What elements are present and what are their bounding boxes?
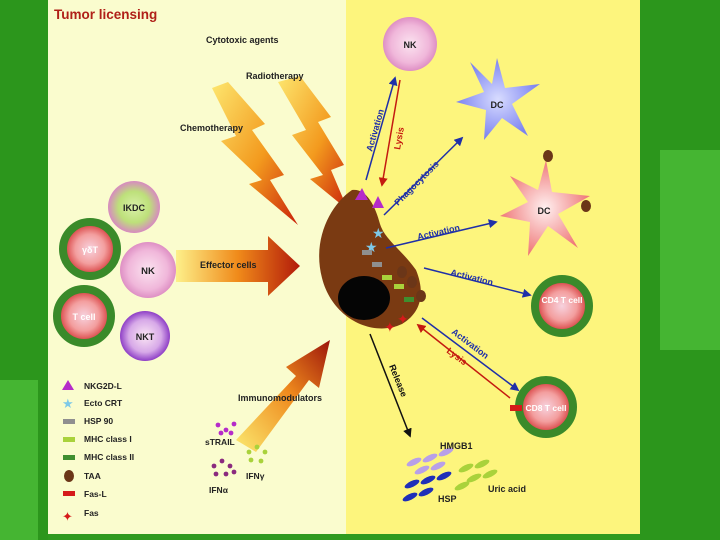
fas-marker: ✦ xyxy=(397,311,409,327)
nk-cell-left xyxy=(120,242,176,298)
immunomodulators-arrow-shape xyxy=(236,340,330,452)
strail-dots xyxy=(215,421,237,436)
legend-label: HSP 90 xyxy=(84,416,113,426)
bar-icon xyxy=(63,419,75,424)
bar-icon xyxy=(63,437,75,442)
radiotherapy-label: Radiotherapy xyxy=(246,71,304,81)
mhc1-marker xyxy=(394,284,404,289)
ifn-alpha-dots xyxy=(211,458,237,477)
lysis-cd8-label: Lysis xyxy=(445,346,469,368)
activation-nk-label: Activation xyxy=(364,108,386,153)
legend-label: NKG2D-L xyxy=(84,381,122,391)
gamma-delta-t-label: γδT xyxy=(82,245,98,255)
hsp-ovals xyxy=(402,471,452,502)
legend-label: TAA xyxy=(84,471,101,481)
activation-nk-arrow xyxy=(365,76,398,181)
star-icon: ★ xyxy=(62,396,74,411)
t-cell xyxy=(53,285,115,347)
fas-marker: ✦ xyxy=(384,319,396,335)
decorative-green-strip xyxy=(0,380,38,540)
activation-dc-label: Activation xyxy=(416,222,461,242)
nkg2d-l-marker xyxy=(355,188,368,200)
bar-icon xyxy=(63,491,75,496)
ifn-alpha-label: IFNα xyxy=(209,485,229,495)
legend-label: Fas-L xyxy=(84,489,107,499)
gamma-delta-t-cell xyxy=(59,218,121,280)
legend-label: MHC class II xyxy=(84,452,134,462)
activation-cd8-arrow xyxy=(421,317,520,392)
ikdc-label: IKDC xyxy=(123,203,145,213)
legend: NKG2D-L ★ Ecto CRT HSP 90 MHC class I MH… xyxy=(62,380,134,524)
dc-red-label: DC xyxy=(538,206,551,216)
uric-acid-ovals xyxy=(454,459,498,491)
activation-dc-arrow xyxy=(385,219,498,249)
hsp90-marker xyxy=(372,262,382,267)
mhc2-marker xyxy=(404,297,414,302)
effector-cells-arrow-shape xyxy=(176,236,300,296)
dendritic-cell-blue xyxy=(456,58,540,140)
dc-blue-label: DC xyxy=(491,100,504,110)
chemotherapy-bolt-shape xyxy=(212,82,298,225)
hmgb1-ovals xyxy=(406,447,454,475)
nkt-cell xyxy=(120,311,170,361)
lysis-nk-label: Lysis xyxy=(392,126,406,150)
nk-left-label: NK xyxy=(141,266,155,277)
hsp90-marker xyxy=(362,250,372,255)
tumor-nucleus xyxy=(338,276,390,320)
bar-icon xyxy=(63,455,75,460)
immunomodulators-label: Immunomodulators xyxy=(238,393,322,403)
effector-cells-label: Effector cells xyxy=(200,260,257,270)
cross-icon: ✦ xyxy=(62,509,73,524)
mhc1-marker xyxy=(382,275,392,280)
taa-marker xyxy=(397,266,407,278)
hmgb1-label: HMGB1 xyxy=(440,441,473,451)
nkg2d-l-marker xyxy=(372,196,384,208)
taa-marker xyxy=(416,290,426,302)
cd4-label: CD4 T cell xyxy=(541,295,582,305)
taa-on-dc xyxy=(581,200,591,212)
legend-label: Fas xyxy=(84,508,99,518)
fas-l-on-cd8 xyxy=(510,405,522,411)
ecto-crt-marker: ★ xyxy=(372,225,385,241)
legend-label: MHC class I xyxy=(84,434,132,444)
cd4-t-cell xyxy=(531,275,593,337)
lysis-cd8-arrow xyxy=(416,323,511,399)
phagocytosis-label: Phagocytosis xyxy=(392,159,440,207)
uric-acid-label: Uric acid xyxy=(488,484,526,494)
dendritic-cell-red xyxy=(500,160,590,256)
nk-top-label: NK xyxy=(404,40,417,50)
cd8-label: CD8 T cell xyxy=(525,403,566,413)
ifn-gamma-dots xyxy=(246,444,268,464)
triangle-icon xyxy=(62,380,74,390)
decorative-green-strip xyxy=(660,150,720,350)
activation-cd4-arrow xyxy=(423,267,532,298)
radiotherapy-bolt-shape xyxy=(278,76,348,210)
effector-cells-text: Effector cells xyxy=(200,260,257,270)
release-arrow xyxy=(369,333,412,438)
ikdc-cell xyxy=(108,181,160,233)
ifn-gamma-label: IFNγ xyxy=(246,471,265,481)
release-label: Release xyxy=(387,363,409,398)
activation-cd4-label: Activation xyxy=(450,267,495,287)
blob-icon xyxy=(64,470,74,482)
phagocytosis-arrow xyxy=(383,136,464,216)
legend-label: Ecto CRT xyxy=(84,398,123,408)
nk-cell-top xyxy=(383,17,437,71)
cd4-label-text: CD4 T cell xyxy=(541,295,582,305)
cytotoxic-agents-label: Cytotoxic agents xyxy=(206,35,279,45)
hsp-label: HSP xyxy=(438,494,457,504)
taa-on-dc xyxy=(543,150,553,162)
diagram-title: Tumor licensing xyxy=(54,7,157,22)
t-cell-label: T cell xyxy=(72,312,95,322)
strail-label: sTRAIL xyxy=(205,437,235,447)
nkt-label: NKT xyxy=(136,332,155,342)
lysis-nk-arrow xyxy=(378,79,401,187)
chemotherapy-label: Chemotherapy xyxy=(180,123,243,133)
taa-marker xyxy=(407,276,417,288)
